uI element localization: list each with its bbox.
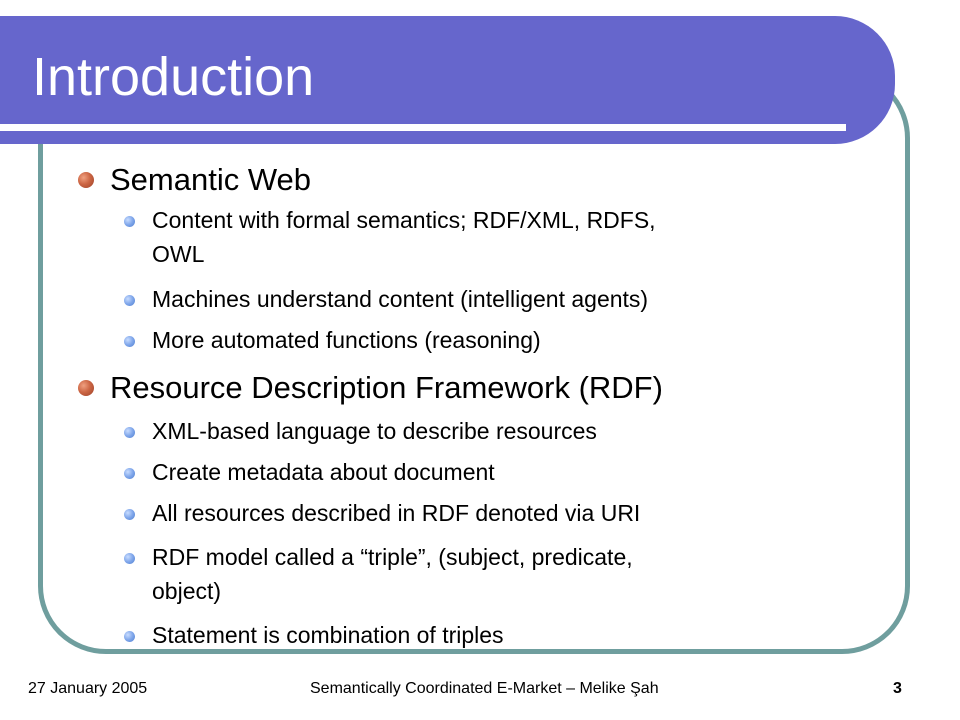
sub-bullet-dot-icon bbox=[124, 427, 135, 438]
list-item: XML-based language to describe resources bbox=[152, 418, 597, 444]
sub-bullet-dot-icon bbox=[124, 216, 135, 227]
content-frame bbox=[38, 70, 910, 654]
sub-bullet-dot-icon bbox=[124, 553, 135, 564]
list-item: All resources described in RDF denoted v… bbox=[152, 500, 641, 526]
sub-bullet-dot-icon bbox=[124, 336, 135, 347]
list-item-continuation: object) bbox=[152, 578, 222, 604]
list-item: Create metadata about document bbox=[152, 459, 495, 485]
page-number: 3 bbox=[893, 680, 902, 697]
list-item: Machines understand content (intelligent… bbox=[152, 286, 649, 312]
title-band: Introduction bbox=[0, 16, 895, 144]
title-underline bbox=[0, 124, 846, 131]
slide-title: Introduction bbox=[32, 47, 315, 107]
section-heading-rdf: Resource Description Framework (RDF) bbox=[110, 370, 663, 405]
bullet-dot-icon bbox=[78, 380, 94, 396]
list-item: RDF model called a “triple”, (subject, p… bbox=[152, 544, 633, 570]
sub-bullet-dot-icon bbox=[124, 295, 135, 306]
list-item: Statement is combination of triples bbox=[152, 622, 504, 648]
sub-bullet-dot-icon bbox=[124, 468, 135, 479]
section-heading-semantic-web: Semantic Web bbox=[110, 162, 312, 197]
sub-bullet-dot-icon bbox=[124, 631, 135, 642]
list-item: Content with formal semantics; RDF/XML, … bbox=[152, 207, 656, 233]
sub-bullet-dot-icon bbox=[124, 509, 135, 520]
footer-date: 27 January 2005 bbox=[28, 680, 148, 697]
footer-title: Semantically Coordinated E-Market – Meli… bbox=[310, 680, 659, 697]
list-item: More automated functions (reasoning) bbox=[152, 327, 541, 353]
list-item-continuation: OWL bbox=[152, 241, 205, 267]
bullet-dot-icon bbox=[78, 172, 94, 188]
